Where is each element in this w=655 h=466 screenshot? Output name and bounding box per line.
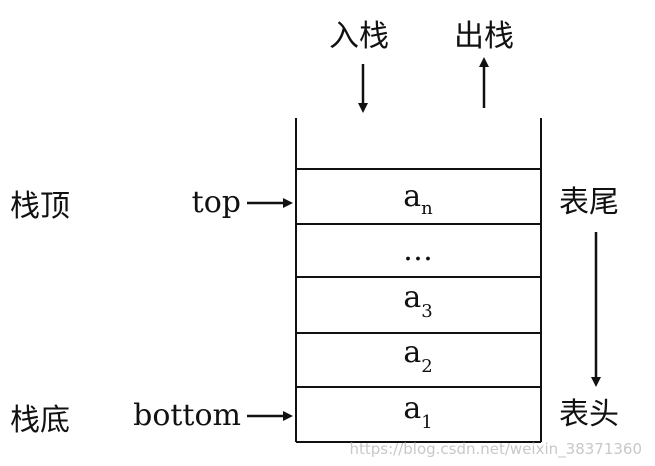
cell-base: a	[403, 335, 421, 370]
cell-ellipsis: …	[403, 233, 433, 268]
tail-label: 表尾	[559, 185, 619, 220]
cell-an: an	[403, 179, 433, 219]
cell-subscript: n	[421, 198, 433, 219]
cell-base: a	[403, 391, 421, 426]
bottom-pointer-label: bottom	[133, 398, 241, 433]
cell-subscript: 1	[421, 412, 432, 433]
cell-a1: a1	[403, 391, 432, 433]
stack-top-label: 栈顶	[10, 189, 70, 224]
cell-base: …	[403, 233, 433, 268]
stack-bottom-label: 栈底	[10, 403, 70, 438]
cell-a3: a3	[403, 280, 432, 322]
head-label: 表头	[559, 397, 619, 432]
cell-subscript: 2	[421, 356, 432, 377]
push-label: 入栈	[329, 19, 389, 54]
watermark: https://blog.csdn.net/weixin_38371360	[349, 440, 642, 459]
top-pointer-label: top	[192, 185, 241, 220]
cell-base: a	[403, 280, 421, 315]
cell-base: a	[403, 179, 421, 214]
pop-label: 出栈	[454, 19, 514, 54]
cell-a2: a2	[403, 335, 432, 377]
cell-subscript: 3	[421, 301, 432, 322]
